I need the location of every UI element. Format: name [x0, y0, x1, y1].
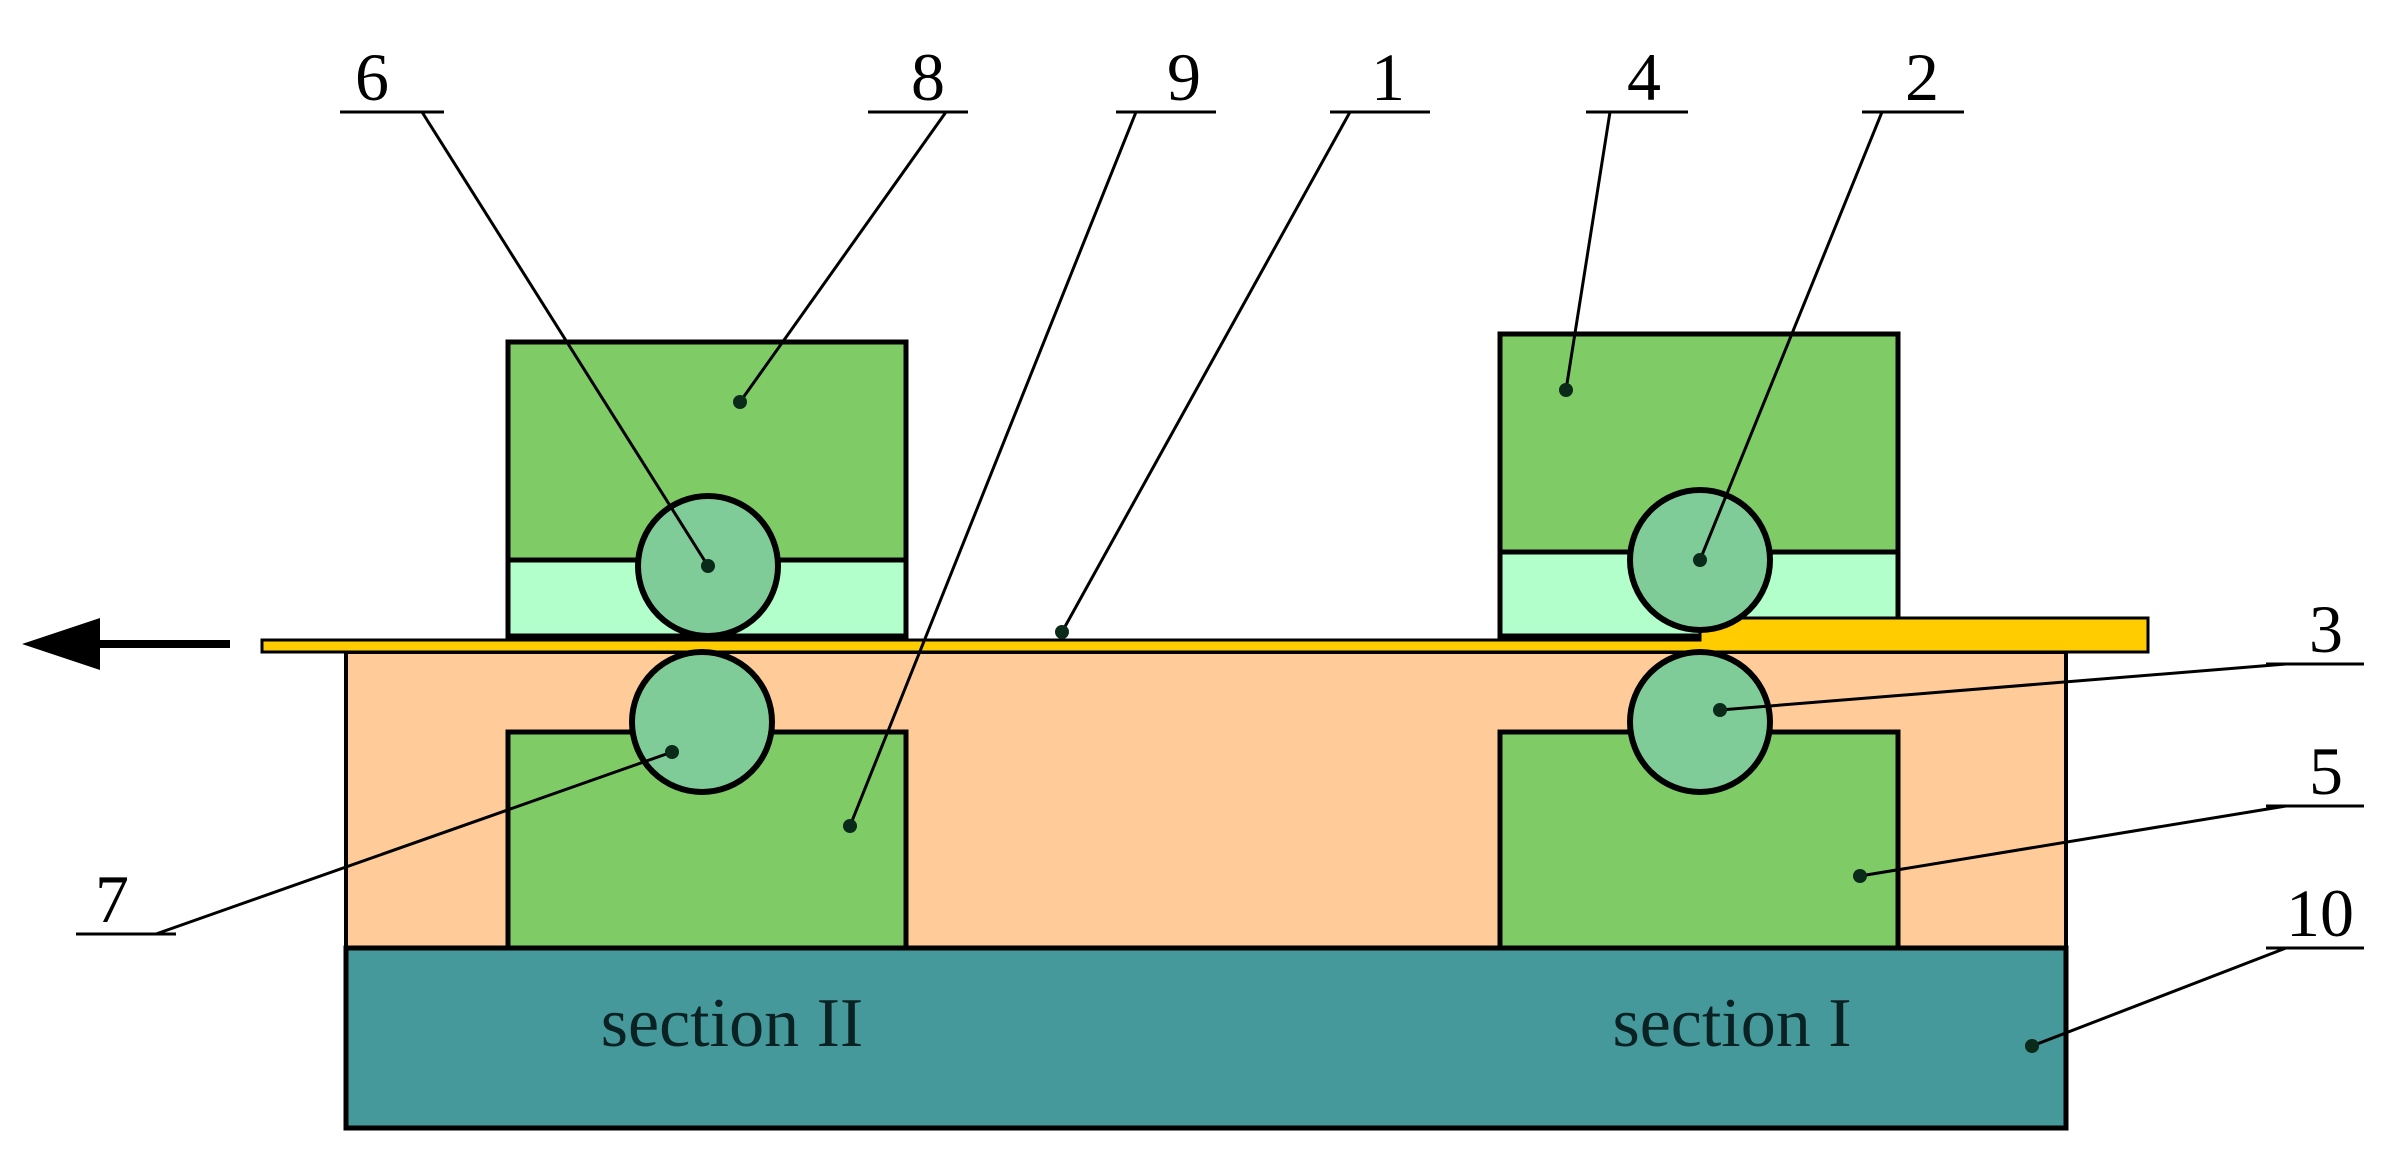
label-10: 10: [2286, 875, 2354, 951]
leader-dots: [665, 383, 2039, 1053]
label-3: 3: [2309, 591, 2343, 667]
section-I-label: section I: [1612, 985, 1851, 1062]
roll-3: [1627, 649, 1773, 795]
label-1: 1: [1371, 39, 1405, 115]
label-7: 7: [95, 861, 129, 937]
label-9: 9: [1167, 39, 1201, 115]
label-4: 4: [1627, 39, 1661, 115]
label-8: 8: [911, 39, 945, 115]
label-6: 6: [355, 39, 389, 115]
label-2: 2: [1905, 39, 1939, 115]
base-10: [343, 945, 2069, 1131]
section-II-label: section II: [601, 985, 863, 1062]
label-5: 5: [2309, 733, 2343, 809]
leader-lines: [76, 110, 2364, 1048]
roll-7: [629, 649, 775, 795]
direction-arrow: [22, 618, 230, 670]
strip-1: [260, 616, 2150, 654]
lower-block-5: [1497, 729, 1901, 951]
